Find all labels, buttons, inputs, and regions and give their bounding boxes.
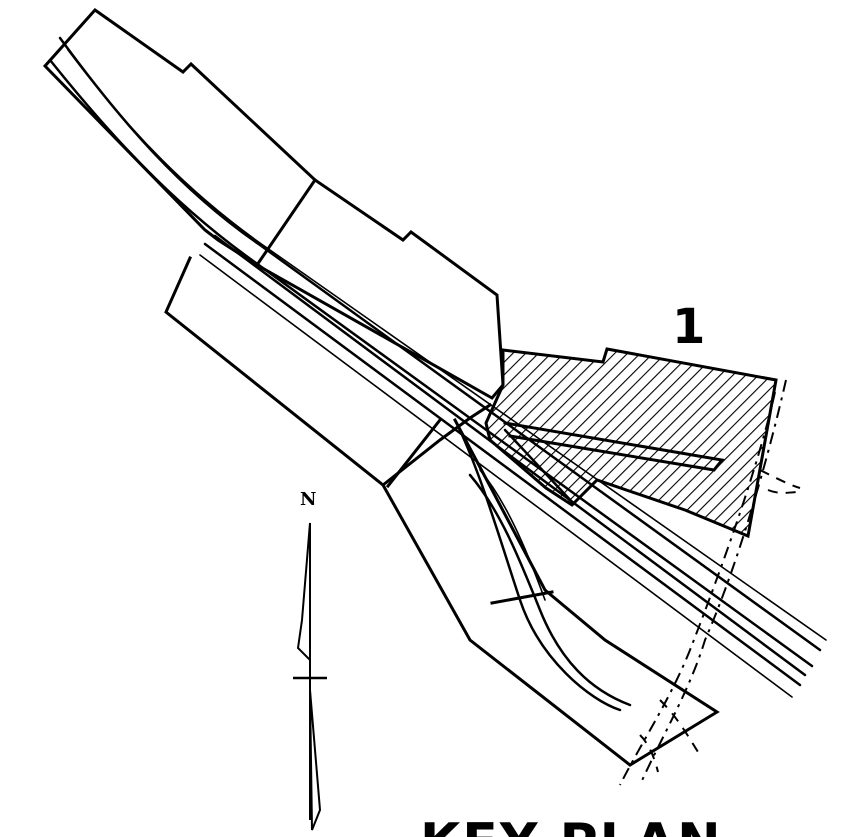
lower-block-divider (385, 417, 443, 489)
dashed-boundary-6 (639, 734, 659, 773)
north-arrow-icon: N (293, 489, 327, 831)
branch-curve-inner (468, 473, 632, 707)
rail-line-1 (58, 36, 822, 652)
branch-curve-mid (479, 469, 546, 601)
rail-line-2 (48, 58, 814, 668)
dashed-boundary-2 (619, 391, 776, 786)
dashed-boundary-5 (659, 699, 701, 756)
upper-building-outline (42, 8, 505, 400)
rail-line-4 (203, 242, 802, 687)
site-1-inner-line-1 (503, 421, 725, 472)
southern-wedge-outline (380, 417, 720, 767)
north-label: N (300, 489, 316, 510)
site-1-inner-line-2 (503, 428, 575, 505)
branch-curve-outer (453, 418, 622, 712)
rail-line-3 (67, 49, 827, 641)
lower-building-outline (164, 256, 493, 487)
wedge-divider (490, 590, 554, 605)
rail-line-6 (199, 254, 793, 698)
key-plan-title: KEY PLAN (420, 813, 723, 837)
dashed-boundary-4 (767, 489, 801, 494)
dashed-boundary-3 (759, 469, 801, 489)
site-label: 1 (672, 299, 705, 355)
upper-block-divider (254, 177, 318, 268)
site-1-hatched-area (484, 347, 778, 539)
